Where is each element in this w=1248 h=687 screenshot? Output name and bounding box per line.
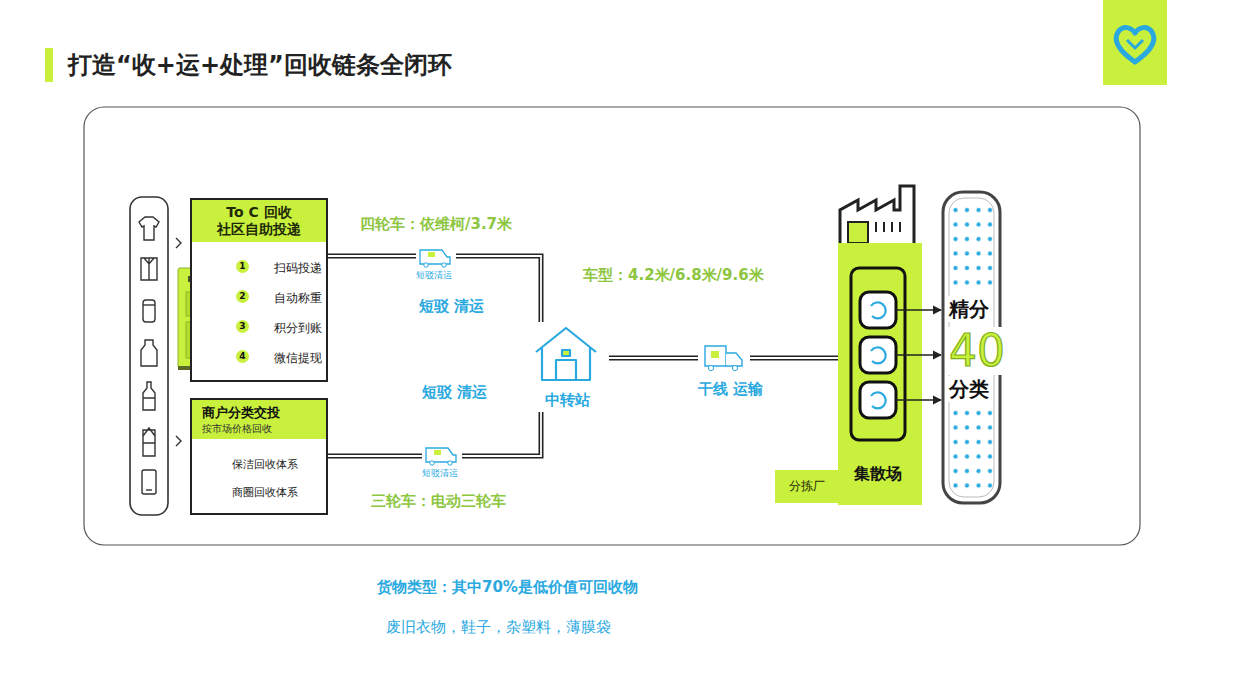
node-text: 按市场价格回收 [202,422,272,435]
label: 四轮车：依维柯/3.7米 [360,214,512,234]
node-text: 商圈回收体系 [232,486,298,500]
node-text: 保洁回收体系 [232,458,298,472]
callout-number: 1 [236,260,249,273]
title: 打造“收+运+处理”回收链条全闭环 [68,48,452,82]
callout-number: 4 [236,350,249,363]
item-column [130,197,168,515]
process-box: 商户分类交投按市场价格回收保洁回收体系商圈回收体系 [190,398,328,515]
node-text: 扫码投递 [274,260,322,276]
process-box: To C 回收 社区自助投递扫码投递自动称重积分到账微信提现 [190,198,328,382]
title-text: 打造“收+运+处理”回收链条全闭环 [68,51,452,79]
label: 精分 [947,296,991,322]
label: 短驳清运 [414,269,454,281]
logo [1103,0,1167,85]
node-heading: To C 回收 社区自助投递 [196,204,322,238]
title-bar [45,48,53,82]
factory-icon [840,186,914,243]
node-heading: 商户分类交投 [202,404,280,421]
label: 干线 运输 [698,380,732,398]
label: 分类 [947,376,991,402]
distribution-yard: 集散场 [838,243,922,505]
shuttle-van [422,445,462,465]
callout-number: 2 [236,290,249,303]
label: 短驳 清运 [419,297,453,315]
shuttle-van [416,247,456,267]
node-heading: 分拣厂 [775,478,838,494]
label: 短驳清运 [420,467,460,479]
callout-number: 3 [236,320,249,333]
label: 三轮车：电动三轮车 [371,491,506,511]
label: 40 [947,327,1007,375]
node-heading: 集散场 [838,463,918,484]
label: 货物类型：其中70%是低价值可回收物 [377,577,638,597]
label: 废旧衣物，鞋子，杂塑料，薄膜袋 [386,617,611,637]
node-text: 微信提现 [274,350,322,366]
node-heading: 中转站 [530,390,605,410]
transfer-house [536,328,596,380]
transfer-station: 中转站 [530,322,609,412]
frame [84,107,1140,545]
sorting-plant: 分拣厂 [775,470,842,503]
node-text: 自动称重 [274,290,322,306]
label: 短驳 清运 [422,383,456,401]
trunk-truck [698,343,750,371]
label: 车型：4.2米/6.8米/9.6米 [583,265,764,285]
node-text: 积分到账 [274,320,322,336]
